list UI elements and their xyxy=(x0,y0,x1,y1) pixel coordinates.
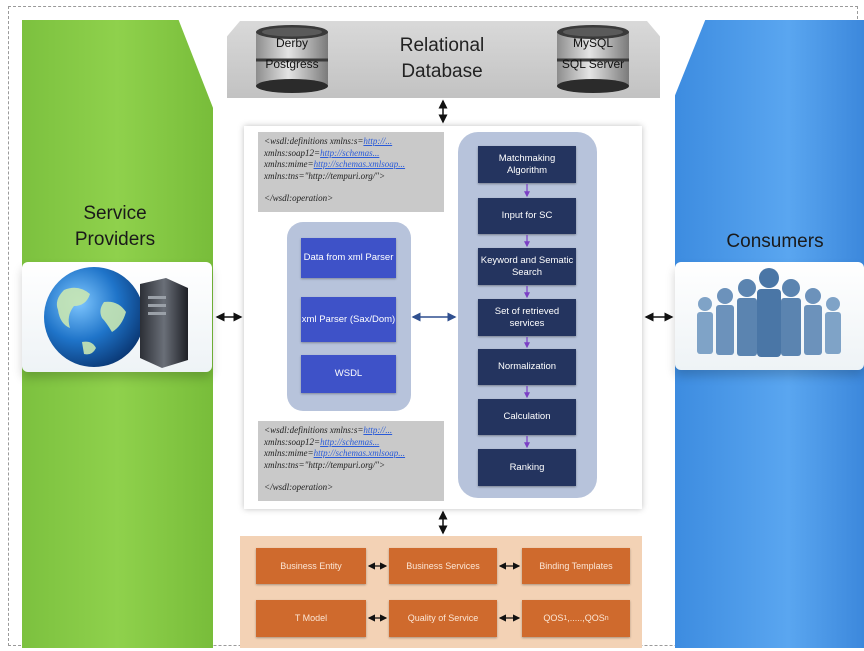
code-line: xmlns:mime=http://schemas.xmlsoap... xyxy=(264,448,406,458)
code-line: </wsdl:operation> xyxy=(264,482,334,492)
quality-of-service-box: Quality of Service xyxy=(389,600,497,637)
code-line: xmlns:tns="http://tempuri.org/"> xyxy=(264,170,386,181)
code-line: xmlns:soap12=http://schemas... xyxy=(264,147,380,158)
wsdl-code-top: <wsdl:definitions xmlns:s=http://... xml… xyxy=(258,132,444,212)
normalization-box: Normalization xyxy=(478,349,576,385)
database-cylinder-icon xyxy=(256,25,328,93)
code-blank-line xyxy=(264,182,438,193)
code-line: xmlns:tns="http://tempuri.org/"> xyxy=(264,459,386,470)
relational-database-title: Relational Database xyxy=(399,35,485,82)
t-model-box: T Model xyxy=(256,600,366,637)
consumers-people-image xyxy=(675,262,864,370)
matchmaking-algorithm-box: Matchmaking Algorithm xyxy=(478,146,576,183)
wsdl-box: WSDL xyxy=(301,355,396,393)
code-line: <wsdl:definitions xmlns:s=http://... xyxy=(264,136,393,146)
db-sqlserver-label: SQL Server xyxy=(561,57,625,71)
binding-templates-box: Binding Templates xyxy=(522,548,630,584)
code-line: <wsdl:definitions xmlns:s=http://... xyxy=(264,425,393,435)
code-blank-line xyxy=(264,471,438,482)
globe-server-icon xyxy=(44,267,188,368)
code-line: xmlns:soap12=http://schemas... xyxy=(264,436,380,447)
code-line: xmlns:mime=http://schemas.xmlsoap... xyxy=(264,159,406,169)
xml-parser-box: xml Parser (Sax/Dom) xyxy=(301,297,396,342)
database-cylinder-icon xyxy=(557,25,629,93)
ranking-box: Ranking xyxy=(478,449,576,486)
people-group-icon xyxy=(697,268,841,357)
db-mysql-label: MySQL xyxy=(572,36,613,50)
calculation-box: Calculation xyxy=(478,399,576,435)
wsdl-code-bottom: <wsdl:definitions xmlns:s=http://... xml… xyxy=(258,421,444,501)
business-entity-box: Business Entity xyxy=(256,548,366,584)
service-providers-title: Service Providers xyxy=(74,203,156,250)
business-services-box: Business Services xyxy=(389,548,497,584)
consumers-title: Consumers xyxy=(726,231,824,252)
globe-server-image xyxy=(22,262,212,372)
data-from-xml-parser-box: Data from xml Parser xyxy=(301,238,396,278)
retrieved-services-box: Set of retrieved services xyxy=(478,299,576,336)
db-postgress-label: Postgress xyxy=(265,57,319,71)
code-line: </wsdl:operation> xyxy=(264,193,334,203)
input-for-sc-box: Input for SC xyxy=(478,198,576,234)
keyword-semantic-search-box: Keyword and Sematic Search xyxy=(478,248,576,285)
db-derby-label: Derby xyxy=(275,36,308,50)
